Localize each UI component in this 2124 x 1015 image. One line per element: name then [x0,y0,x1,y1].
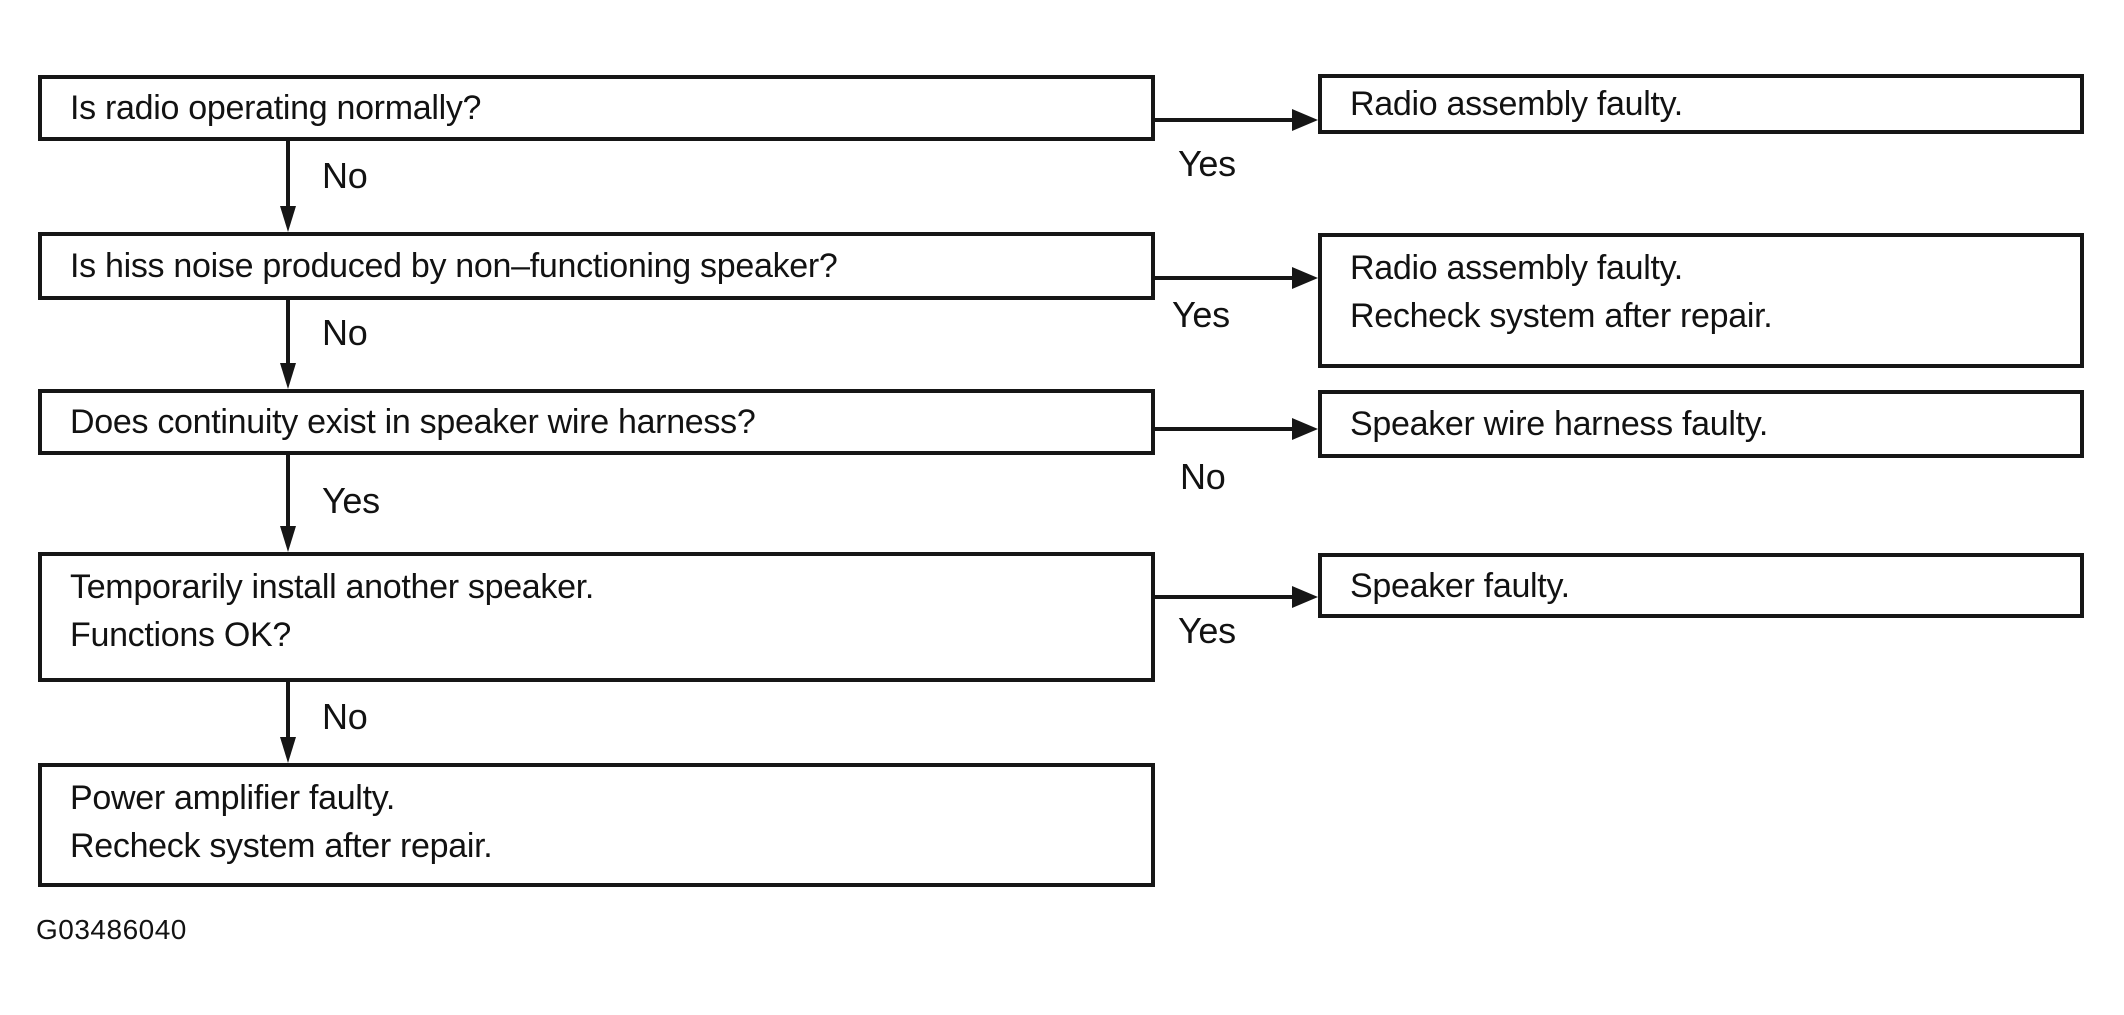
flow-box-text: Radio assembly faulty. [1350,85,1683,123]
flow-box-text: Recheck system after repair. [70,827,493,865]
connector-q4-to-outcome [1155,595,1292,599]
flow-box-outcome-radio-assembly: Radio assembly faulty. [1318,74,2084,134]
arrowhead-down-icon [280,206,296,232]
edge-label-no: No [1180,456,1226,497]
flow-box-text: Temporarily install another speaker. [70,568,595,606]
flow-box-text: Power amplifier faulty. [70,779,396,817]
flow-box-q1-radio-operating: Is radio operating normally? [38,75,1155,141]
flow-box-text: Recheck system after repair. [1350,297,1773,335]
connector-q1-to-outcome [1155,118,1292,122]
flow-box-result-power-amplifier: Power amplifier faulty. Recheck system a… [38,763,1155,887]
edge-label-yes: Yes [322,480,380,521]
connector-q2-to-q3 [286,300,290,363]
connector-q3-to-outcome [1155,427,1292,431]
flow-box-text: Speaker faulty. [1350,566,1570,605]
flow-box-text: Does continuity exist in speaker wire ha… [70,403,756,441]
edge-label-no: No [322,155,368,196]
flow-box-text: Is radio operating normally? [70,89,482,127]
connector-q3-to-q4 [286,455,290,526]
arrowhead-down-icon [280,737,296,763]
arrowhead-right-icon [1292,109,1318,131]
edge-label-yes: Yes [1172,294,1230,335]
flow-box-outcome-speaker-faulty: Speaker faulty. [1318,553,2084,618]
flow-box-q4-install-speaker: Temporarily install another speaker. Fun… [38,552,1155,682]
flow-box-text: Speaker wire harness faulty. [1350,405,1769,443]
arrowhead-right-icon [1292,267,1318,289]
connector-q1-to-q2 [286,141,290,210]
edge-label-no: No [322,696,368,737]
flow-box-q3-continuity: Does continuity exist in speaker wire ha… [38,389,1155,455]
arrowhead-down-icon [280,363,296,389]
flow-box-outcome-speaker-wire-harness: Speaker wire harness faulty. [1318,390,2084,458]
flow-box-q2-hiss-noise: Is hiss noise produced by non–functionin… [38,232,1155,300]
arrowhead-right-icon [1292,418,1318,440]
flow-box-text: Is hiss noise produced by non–functionin… [70,247,838,285]
flow-box-text: Radio assembly faulty. [1350,249,1683,287]
edge-label-no: No [322,312,368,353]
connector-q4-to-result [286,682,290,737]
flow-box-outcome-radio-assembly-recheck: Radio assembly faulty. Recheck system af… [1318,233,2084,368]
figure-id-label: G03486040 [36,914,187,945]
connector-q2-to-outcome [1155,276,1292,280]
arrowhead-down-icon [280,526,296,552]
flow-box-text: Functions OK? [70,616,291,654]
arrowhead-right-icon [1292,586,1318,608]
edge-label-yes: Yes [1178,610,1236,651]
edge-label-yes: Yes [1178,143,1236,184]
